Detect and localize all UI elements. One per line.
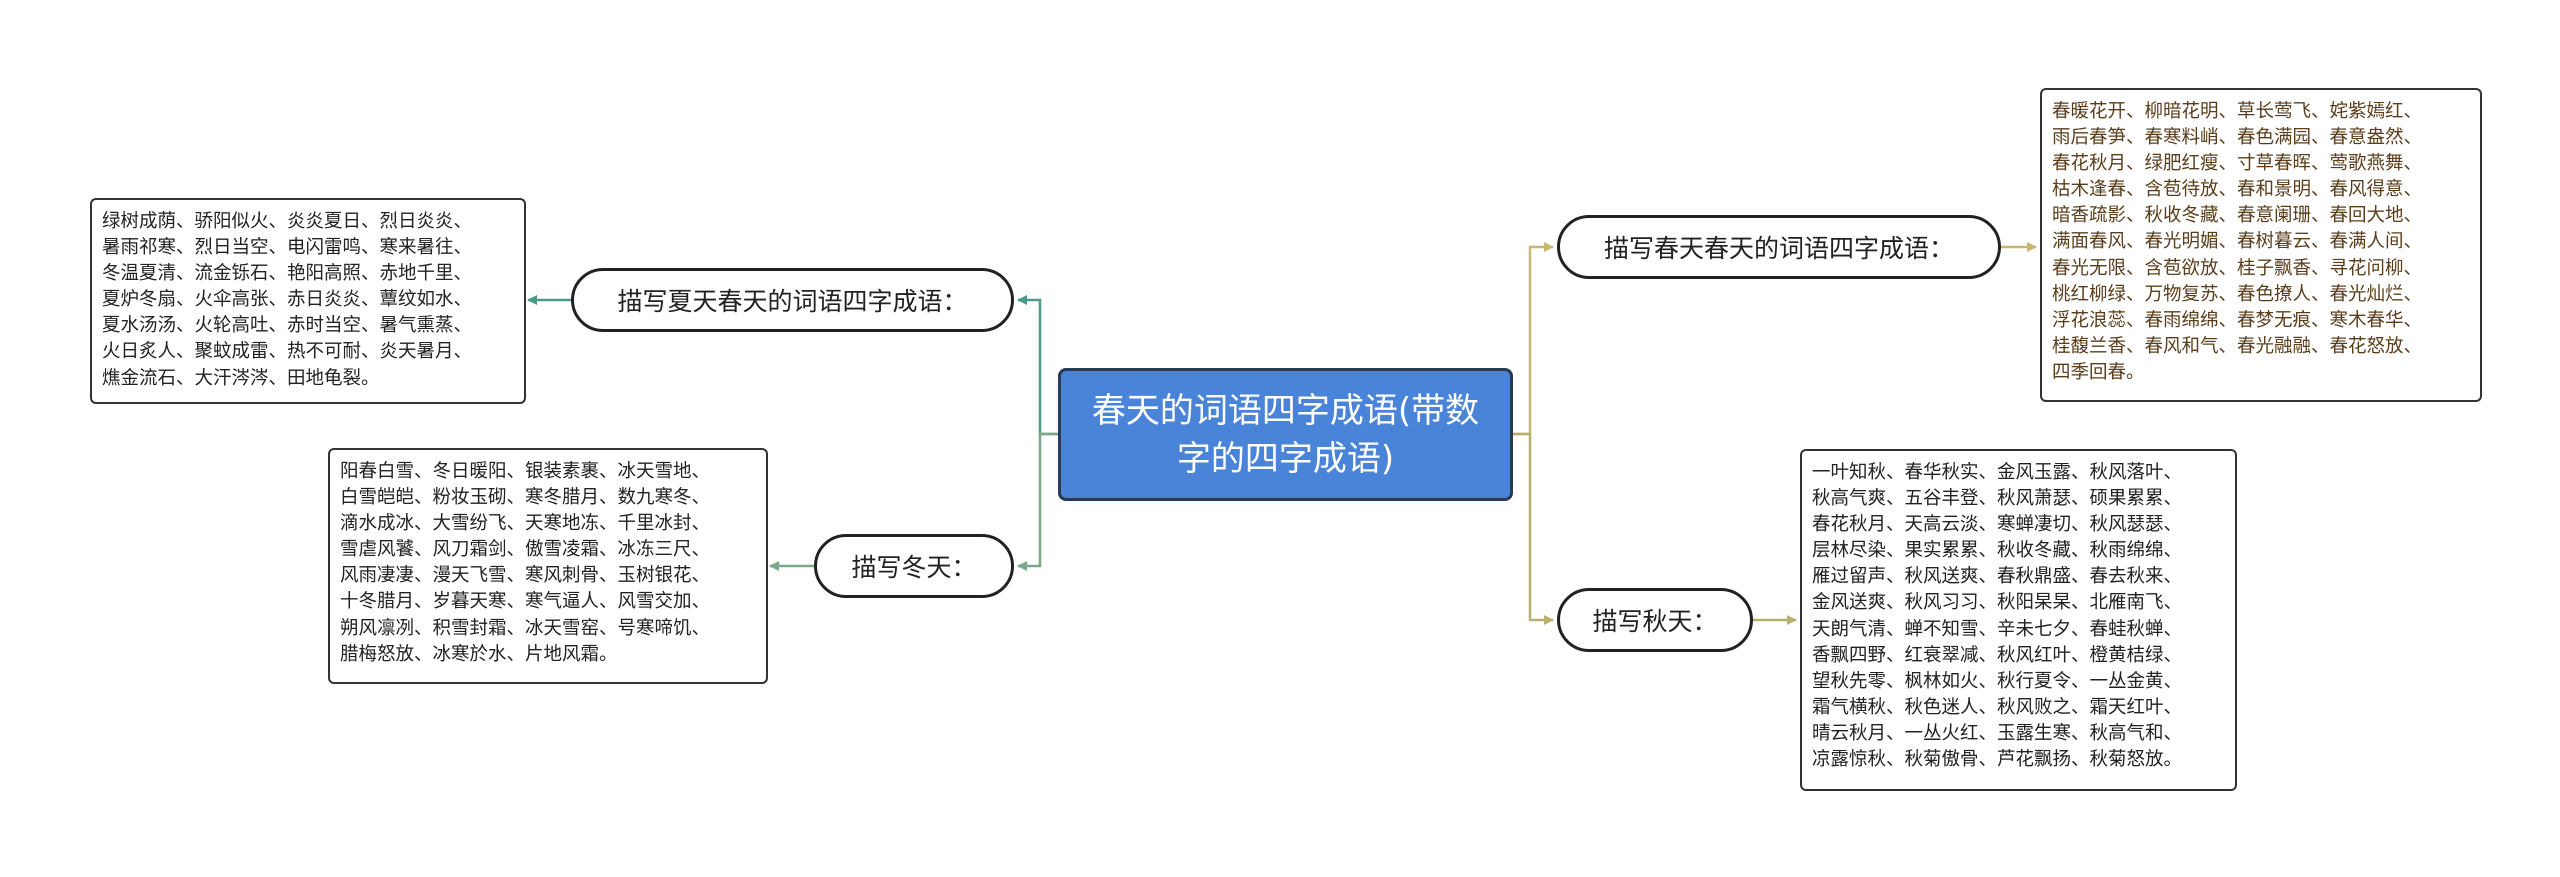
branch-node-autumn[interactable]: 描写秋天： xyxy=(1557,588,1753,652)
leaf-node-winter[interactable]: 阳春白雪、冬日暖阳、银装素裹、冰天雪地、 白雪皑皑、粉妆玉砌、寒冬腊月、数九寒冬… xyxy=(328,448,768,684)
branch-node-summer[interactable]: 描写夏天春天的词语四字成语： xyxy=(571,268,1014,332)
connector-root-spring xyxy=(1513,242,1554,436)
branch-node-winter[interactable]: 描写冬天： xyxy=(814,534,1014,598)
branch-label-spring: 描写春天春天的词语四字成语： xyxy=(1603,234,1954,263)
root-node[interactable]: 春天的词语四字成语(带数字的四字成语) xyxy=(1058,368,1513,501)
branch-label-winter: 描写冬天： xyxy=(851,553,977,582)
leaf-node-autumn[interactable]: 一叶知秋、春华秋实、金风玉露、秋风落叶、 秋高气爽、五谷丰登、秋风萧瑟、硕果累累… xyxy=(1800,449,2237,791)
leaf-node-spring[interactable]: 春暖花开、柳暗花明、草长莺飞、姹紫嫣红、 雨后春笋、春寒料峭、春色满园、春意盎然… xyxy=(2040,88,2482,402)
root-title: 春天的词语四字成语(带数字的四字成语) xyxy=(1091,390,1480,479)
branch-label-autumn: 描写秋天： xyxy=(1592,607,1718,636)
branch-label-summer: 描写夏天春天的词语四字成语： xyxy=(617,287,968,316)
connector-root-summer xyxy=(1017,295,1058,436)
leaf-node-summer[interactable]: 绿树成荫、骄阳似火、炎炎夏日、烈日炎炎、 暑雨祁寒、烈日当空、电闪雷鸣、寒来暑往… xyxy=(90,198,526,404)
branch-node-spring[interactable]: 描写春天春天的词语四字成语： xyxy=(1557,215,2001,279)
connector-root-autumn xyxy=(1513,432,1554,625)
connector-root-winter xyxy=(1017,432,1058,571)
